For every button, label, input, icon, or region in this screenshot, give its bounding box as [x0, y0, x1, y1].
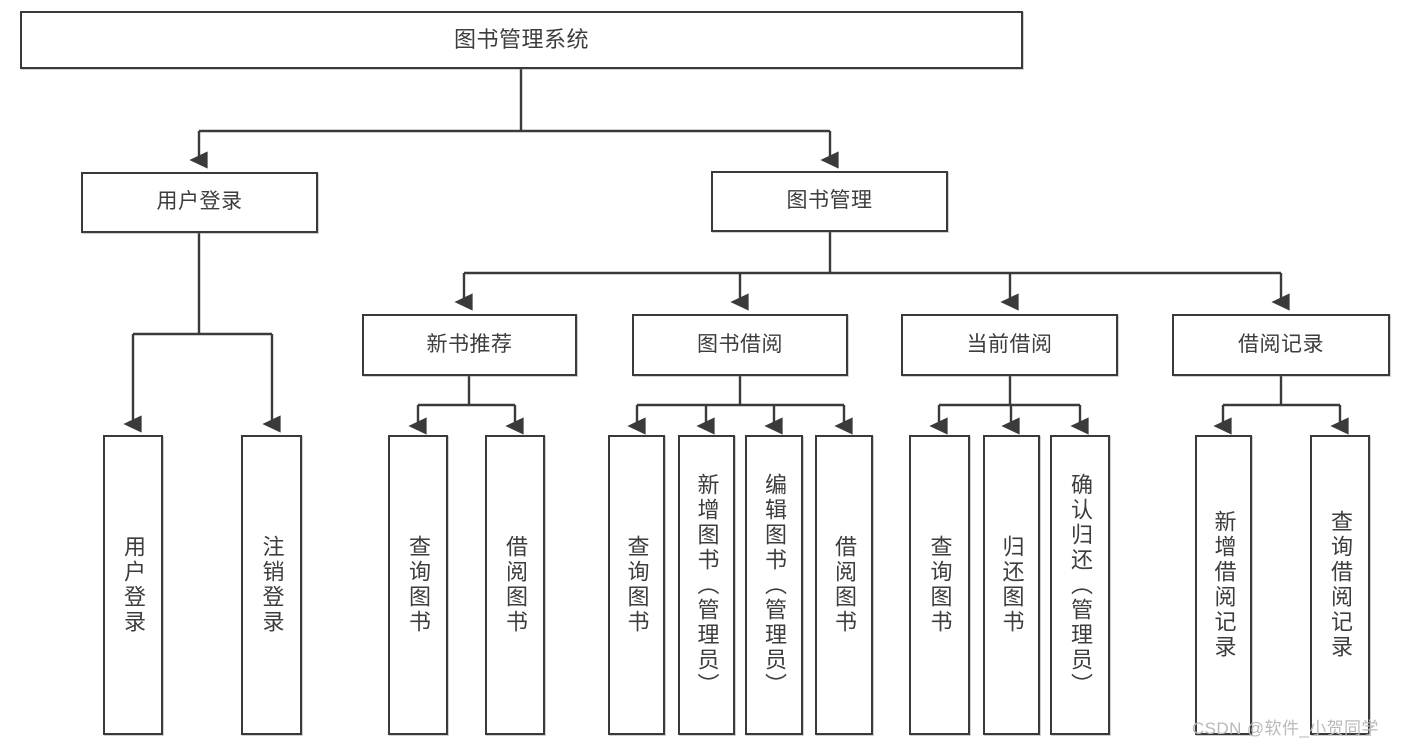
node-label: 借阅记录	[1238, 332, 1324, 356]
leaf-borrow-book-recommend[interactable]: 借阅图书	[485, 435, 545, 735]
node-label: 用户登录	[156, 190, 243, 214]
node-label: 图书管理	[786, 189, 873, 213]
node-label: 注销登录	[259, 535, 285, 635]
leaf-confirm-return-admin[interactable]: 确认归还（管理员）	[1050, 435, 1110, 735]
node-current-borrow[interactable]: 当前借阅	[901, 314, 1118, 376]
leaf-return-book[interactable]: 归还图书	[983, 435, 1040, 735]
node-label: 图书借阅	[697, 332, 783, 356]
node-label: 新增借阅记录	[1211, 510, 1237, 660]
leaf-query-book-borrow[interactable]: 查询图书	[608, 435, 665, 735]
csdn-watermark: CSDN @软件_小贺同学	[1192, 719, 1379, 738]
leaf-add-borrow-record[interactable]: 新增借阅记录	[1195, 435, 1252, 735]
node-label: 新书推荐	[426, 332, 513, 356]
node-label: 借阅图书	[503, 535, 528, 635]
leaf-edit-book-admin[interactable]: 编辑图书（管理员）	[745, 435, 803, 735]
leaf-query-book-recommend[interactable]: 查询图书	[388, 435, 448, 735]
node-label: 确认归还（管理员）	[1068, 472, 1093, 698]
leaf-query-borrow-record[interactable]: 查询借阅记录	[1310, 435, 1370, 735]
node-label: 查询图书	[624, 535, 650, 635]
leaf-add-book-admin[interactable]: 新增图书（管理员）	[678, 435, 735, 735]
leaf-user-login[interactable]: 用户登录	[103, 435, 163, 735]
node-label: 借阅图书	[832, 535, 857, 635]
node-label: 新增图书（管理员）	[694, 472, 720, 698]
node-label: 编辑图书（管理员）	[762, 472, 787, 698]
node-label: 查询图书	[927, 535, 953, 635]
leaf-logout[interactable]: 注销登录	[241, 435, 302, 735]
node-label: 查询图书	[406, 535, 431, 635]
node-root-system[interactable]: 图书管理系统	[20, 11, 1023, 69]
leaf-borrow-book[interactable]: 借阅图书	[815, 435, 873, 735]
node-label: 查询借阅记录	[1328, 510, 1353, 660]
leaf-query-book-current[interactable]: 查询图书	[909, 435, 970, 735]
node-borrow-record[interactable]: 借阅记录	[1172, 314, 1390, 376]
node-label: 用户登录	[121, 535, 146, 635]
node-user-login[interactable]: 用户登录	[81, 172, 318, 233]
node-label: 当前借阅	[966, 332, 1053, 356]
node-label: 图书管理系统	[453, 27, 589, 53]
node-new-book-recommend[interactable]: 新书推荐	[362, 314, 577, 376]
node-label: 归还图书	[999, 535, 1025, 635]
node-book-management[interactable]: 图书管理	[711, 171, 948, 232]
node-book-borrow[interactable]: 图书借阅	[632, 314, 848, 376]
